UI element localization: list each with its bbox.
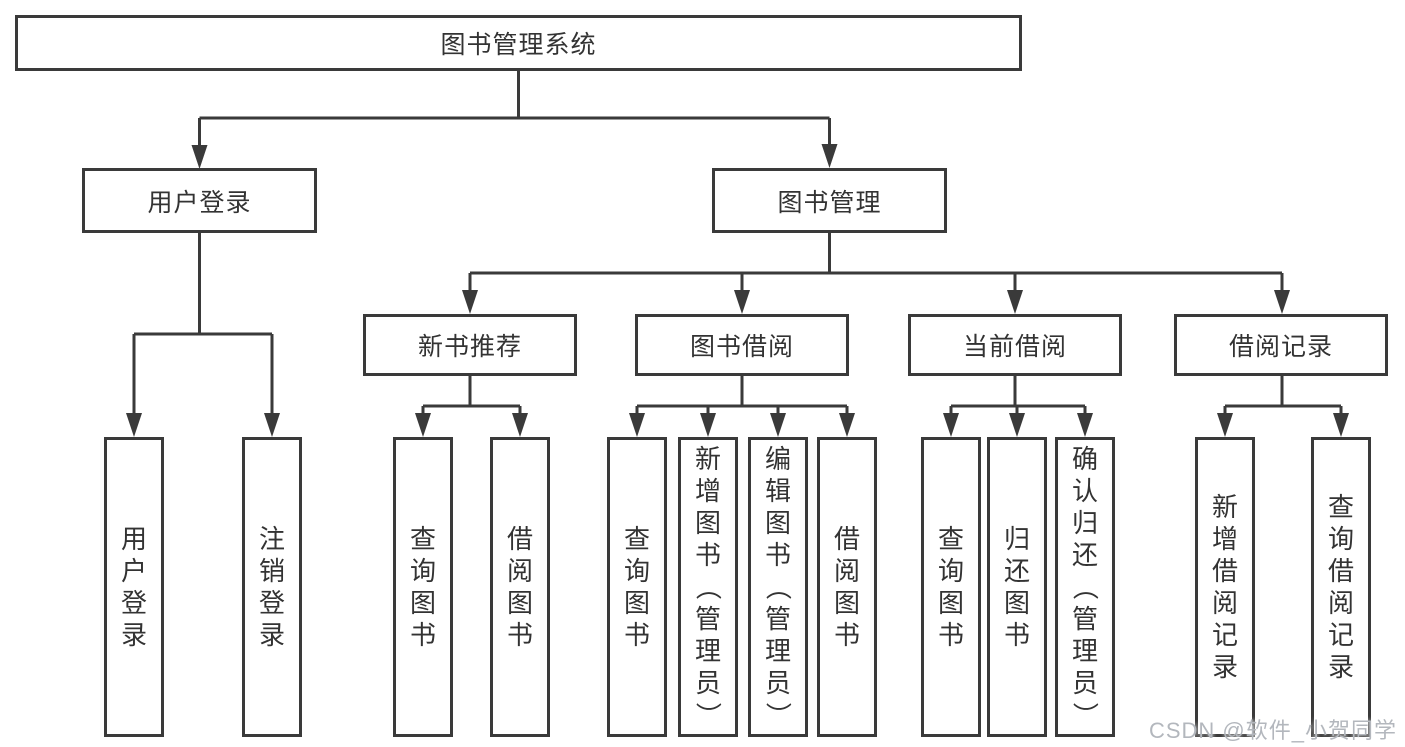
leaf-edit-books-admin: 编辑图书（管理员） [748, 437, 808, 737]
leaf-query-borrow-record: 查询借阅记录 [1311, 437, 1371, 737]
node-label: 图书借阅 [689, 333, 794, 361]
node-label: 查询借阅记录 [1328, 492, 1355, 682]
leaf-add-borrow-record: 新增借阅记录 [1195, 437, 1255, 737]
node-label: 查询图书 [938, 524, 965, 650]
node-label: 新书推荐 [417, 333, 522, 361]
leaf-return-books: 归还图书 [987, 437, 1047, 737]
leaf-query-books-borrowing: 查询图书 [607, 437, 667, 737]
node-label: 借阅图书 [834, 524, 861, 650]
node-new-book-recommendation: 新书推荐 [363, 314, 577, 376]
node-label: 用户登录 [147, 188, 252, 217]
node-book-borrowing: 图书借阅 [635, 314, 849, 376]
node-label: 借阅图书 [507, 524, 534, 650]
node-label: 归还图书 [1004, 524, 1031, 650]
node-label: 图书管理 [777, 188, 882, 217]
leaf-confirm-return-admin: 确认归还（管理员） [1055, 437, 1115, 737]
node-label: 查询图书 [410, 524, 437, 650]
node-label: 确认归还（管理员） [1070, 444, 1100, 729]
node-label: 新增图书（管理员） [693, 444, 723, 729]
node-library-management-system: 图书管理系统 [15, 15, 1022, 71]
node-user-login: 用户登录 [82, 168, 317, 233]
node-label: 用户登录 [121, 524, 148, 650]
node-label: 新增借阅记录 [1212, 492, 1239, 682]
node-current-borrowing: 当前借阅 [908, 314, 1122, 376]
node-borrowing-records: 借阅记录 [1174, 314, 1388, 376]
csdn-watermark: CSDN @软件_小贺同学 [1148, 718, 1397, 743]
leaf-borrow-books: 借阅图书 [817, 437, 877, 737]
leaf-logout: 注销登录 [242, 437, 302, 737]
node-label: 查询图书 [624, 524, 651, 650]
node-label: 借阅记录 [1228, 333, 1333, 361]
leaf-borrow-books-recommend: 借阅图书 [490, 437, 550, 737]
leaf-query-books-recommend: 查询图书 [393, 437, 453, 737]
leaf-query-books-current: 查询图书 [921, 437, 981, 737]
node-label: 注销登录 [259, 524, 286, 650]
node-label: 编辑图书（管理员） [763, 444, 793, 729]
node-label: 图书管理系统 [440, 31, 597, 59]
leaf-user-login: 用户登录 [104, 437, 164, 737]
node-label: 当前借阅 [962, 333, 1067, 361]
node-book-management: 图书管理 [712, 168, 947, 233]
leaf-add-books-admin: 新增图书（管理员） [678, 437, 738, 737]
